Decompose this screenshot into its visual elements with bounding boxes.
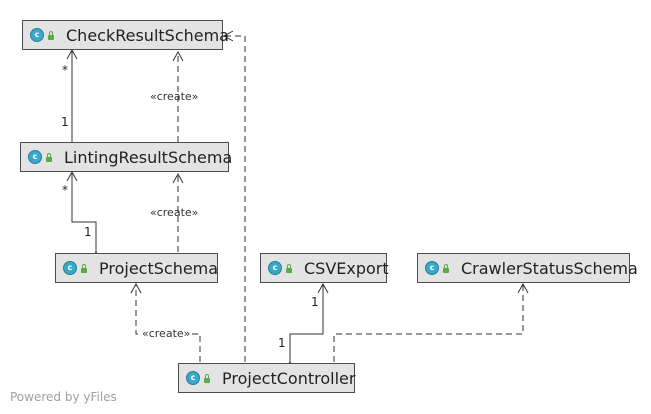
class-icon: c [28,150,42,164]
class-name: CheckResultSchema [66,25,229,45]
create-label-controller-project: «create» [142,327,191,340]
class-project-controller[interactable]: c ProjectController [178,363,355,393]
multiplicity-controller-one: 1 [278,336,286,350]
create-label-linting-check: «create» [150,90,199,103]
multiplicity-project-one: 1 [84,225,92,239]
class-icon: c [30,28,44,42]
multiplicity-check-many: * [62,63,68,77]
class-icon: c [425,261,439,275]
class-name: CrawlerStatusSchema [461,258,638,278]
class-name: CSVExport [304,258,389,278]
class-project-schema[interactable]: c ProjectSchema [55,253,218,283]
class-check-result-schema[interactable]: c CheckResultSchema [22,20,229,50]
edge-controller-create-project [130,282,201,362]
edge-controller-to-check [222,30,246,362]
create-label-project-linting: «create» [150,206,199,219]
class-icon: c [186,371,200,385]
edge-controller-to-csv [285,282,329,375]
lock-icon [204,373,210,383]
multiplicity-linting-many: * [62,183,68,197]
multiplicity-linting-one: 1 [61,115,69,129]
lock-icon [286,263,292,273]
lock-icon [443,263,449,273]
multiplicity-csv-one: 1 [311,295,319,309]
class-name: ProjectSchema [99,258,219,278]
class-crawler-status-schema[interactable]: c CrawlerStatusSchema [417,253,638,283]
watermark: Powered by yFiles [10,390,117,404]
lock-icon [48,30,54,40]
lock-icon [81,263,87,273]
edge-project-to-linting [66,170,101,265]
edge-controller-to-crawler [333,282,529,362]
lock-icon [46,152,52,162]
class-name: ProjectController [222,368,356,388]
class-icon: c [268,261,282,275]
class-csv-export[interactable]: c CSVExport [260,253,389,283]
class-linting-result-schema[interactable]: c LintingResultSchema [20,142,233,172]
class-name: LintingResultSchema [64,147,233,167]
class-icon: c [63,261,77,275]
